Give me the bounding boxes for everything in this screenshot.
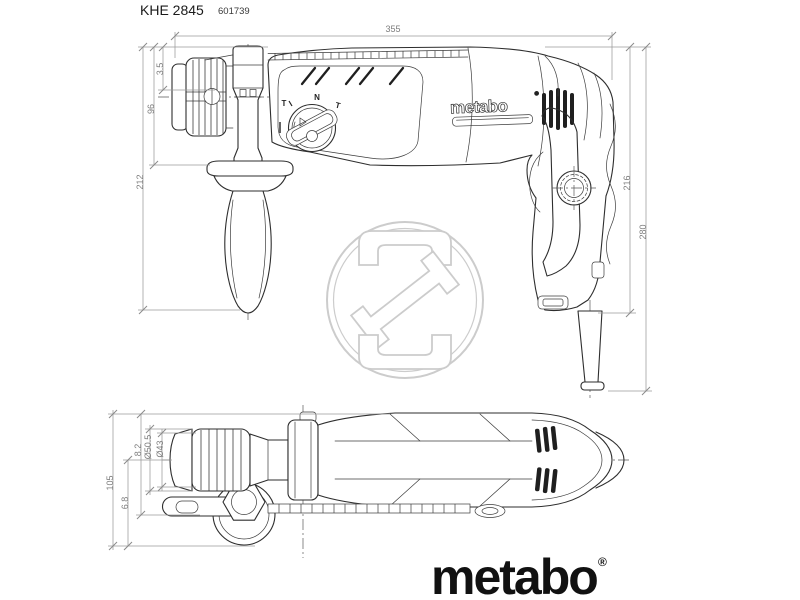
dim-total-height: 280 [608, 42, 652, 396]
dimensions-top-view: 105 6.8 8.2 Ø50.5 [105, 409, 390, 551]
top-serration [274, 50, 460, 60]
dim-front-to-rail: 8.2 [133, 409, 200, 520]
dim-43-label: Ø43 [155, 440, 165, 457]
dial-mode-top-label: N [314, 93, 320, 102]
dim-3-5-label: 3.5 [155, 63, 165, 76]
mode-selector-dial: T N T [279, 93, 341, 153]
rear-handle [529, 55, 616, 310]
motor-vents [542, 88, 574, 130]
logo-dot-icon [534, 90, 540, 96]
chuck-top [169, 428, 289, 492]
dim-96-label: 96 [146, 104, 156, 114]
dial-pointer-icon [299, 117, 307, 127]
dim-216-label: 216 [622, 175, 632, 190]
top-view [161, 405, 632, 558]
cord-clip [591, 261, 605, 279]
dim-280-label: 280 [638, 224, 648, 239]
rear-vents-top [534, 426, 558, 494]
dial-mode-right-label: T [334, 101, 341, 111]
gear-housing-band [287, 411, 319, 501]
metabo-wordmark: metabo ® [431, 549, 607, 600]
dim-chuck-inner-dia: Ø43 [155, 428, 196, 492]
dim-8-2-label: 8.2 [133, 444, 143, 457]
article-number: 601739 [218, 6, 250, 17]
dim-105-label: 105 [105, 475, 115, 490]
dimensions-side-view: 355 3.5 96 212 [135, 24, 652, 396]
depth-stop-rail [267, 503, 471, 514]
dim-overall-length: 355 [170, 24, 617, 80]
side-handle-clamp-top [161, 482, 276, 546]
handle-knob [552, 166, 596, 210]
body-branding: metabo [449, 90, 540, 127]
dim-handle-depth: 212 [135, 42, 240, 315]
drawing-header: KHE 2845 601739 [140, 2, 250, 18]
side-view: T N T metabo [158, 44, 616, 398]
dim-chuck-axis: 96 [146, 42, 210, 170]
wordmark-text: metabo [431, 549, 597, 600]
power-cord-boot [577, 310, 605, 391]
hammer-icon [288, 100, 293, 107]
dim-355-label: 355 [385, 24, 400, 34]
dim-nose-offset: 3.5 [155, 42, 215, 95]
dim-212-label: 212 [135, 174, 145, 189]
registered-mark: ® [598, 555, 607, 569]
model-name: KHE 2845 [140, 2, 204, 18]
dim-50-5-label: Ø50.5 [143, 435, 153, 460]
tool-body [267, 46, 615, 312]
body-logo-text: metabo [450, 96, 508, 117]
dim-axis-to-edge: 6.8 [120, 455, 172, 551]
dim-body-height: 216 [598, 42, 636, 318]
dim-chuck-outer-dia: Ø50.5 [143, 424, 192, 496]
dial-mode-left-label: T [282, 99, 287, 108]
body-top [317, 412, 625, 518]
dim-6-8-label: 6.8 [120, 497, 130, 510]
dim-total-width: 105 [105, 409, 390, 551]
metabo-watermark-icon [326, 221, 484, 379]
sds-chuck [171, 49, 261, 137]
handle-base-plate [537, 295, 569, 310]
housing-vent-slashes [300, 66, 405, 86]
